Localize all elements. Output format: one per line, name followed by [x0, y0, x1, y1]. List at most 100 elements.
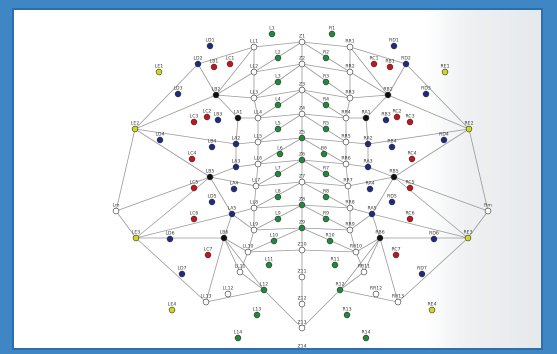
electrode-z3-label: Z3	[299, 82, 305, 88]
electrode-l12-dot	[260, 286, 268, 294]
electrode-z7-label: Z7	[299, 174, 305, 180]
connection-line	[215, 94, 255, 99]
electrode-l4-label: L4	[275, 97, 281, 103]
connection-line	[247, 249, 303, 253]
electrode-ra2-label: RA2	[363, 136, 372, 142]
electrode-rr5-dot	[342, 138, 350, 146]
electrode-lc3-label: LC3	[190, 114, 199, 120]
connection-line	[301, 181, 349, 187]
connection-line	[349, 94, 389, 99]
connection-lines	[115, 41, 489, 329]
electrode-r11-dot	[331, 261, 339, 269]
electrode-z11-dot	[298, 273, 306, 281]
connection-line	[115, 128, 136, 212]
electrode-nodes	[112, 30, 492, 342]
electrode-z4-dot	[298, 110, 306, 118]
connection-line	[301, 204, 351, 209]
electrode-l8-label: L8	[275, 189, 281, 195]
electrode-l12-label: L12	[260, 282, 268, 288]
electrode-ll12-dot	[224, 290, 232, 298]
electrode-rc7-dot	[392, 251, 400, 259]
electrode-l2-label: L2	[275, 50, 281, 56]
connection-line	[135, 213, 233, 239]
electrode-r1-dot	[328, 30, 336, 38]
electrode-rd7-label: RD7	[417, 266, 427, 272]
electrode-ll2-dot	[250, 68, 258, 76]
electrode-ll8-label: LL8	[250, 200, 258, 206]
electrode-ll4-label: LL4	[254, 110, 262, 116]
electrode-r12-label: R12	[335, 282, 344, 288]
connection-line	[345, 163, 349, 187]
electrode-r2-dot	[322, 54, 330, 62]
connection-line	[239, 251, 249, 273]
electrode-rb1-dot	[386, 63, 394, 71]
connection-line	[134, 128, 237, 145]
electrode-l2-dot	[274, 54, 282, 62]
electrode-z8-dot	[298, 201, 306, 209]
electrode-l10-dot	[270, 237, 278, 245]
electrode-rb6-label: RB6	[375, 230, 384, 236]
electrode-rr5-label: RR5	[341, 134, 350, 140]
connection-line	[253, 97, 259, 119]
connection-line	[253, 41, 303, 48]
electrode-re2-label: RE2	[464, 121, 473, 127]
electrode-z13-label: Z13	[298, 320, 307, 326]
connection-line	[467, 210, 489, 239]
electrode-rc7-label: RC7	[391, 247, 400, 253]
electrode-lc3-dot	[190, 118, 198, 126]
electrode-rr7-label: RR7	[343, 178, 352, 184]
electrode-la3-dot	[232, 163, 240, 171]
connection-line	[301, 249, 357, 253]
electrode-l5-dot	[274, 125, 282, 133]
electrode-rc2-label: RC2	[392, 109, 401, 115]
connection-line	[253, 63, 303, 73]
electrode-ld4-dot	[156, 136, 164, 144]
electrode-r6-dot	[320, 150, 328, 158]
electrode-rr8-dot	[346, 204, 354, 212]
electrode-rd7-dot	[418, 270, 426, 278]
electrode-ld4-label: LD4	[155, 132, 164, 138]
electrode-r9-dot	[322, 215, 330, 223]
electrode-rr3-label: RR3	[345, 90, 354, 96]
electrode-la4-dot	[230, 185, 238, 193]
electrode-ra1-label: RA1	[361, 110, 370, 116]
connection-line	[339, 237, 381, 291]
electrode-rr11-dot	[360, 268, 368, 276]
connection-line	[349, 207, 373, 215]
electrode-ll11-label: LL11	[235, 264, 246, 270]
electrode-rc1-label: RC1	[369, 56, 378, 62]
electrode-ra3-label: RA3	[363, 159, 372, 165]
connection-line	[134, 128, 211, 178]
electrode-r5-dot	[322, 125, 330, 133]
electrode-rr10-label: RR10	[350, 244, 362, 250]
electrode-z9-label: Z9	[299, 220, 305, 226]
connection-line	[257, 137, 303, 143]
electrode-re3-label: RE3	[463, 230, 472, 236]
electrode-z8-label: Z8	[299, 197, 305, 203]
connection-line	[253, 227, 303, 231]
electrode-rd6-dot	[430, 235, 438, 243]
connection-line	[468, 128, 489, 212]
electrode-lc7-label: LC7	[204, 247, 213, 253]
connection-line	[301, 89, 351, 99]
electrode-l3-dot	[274, 78, 282, 86]
electrode-ld6-label: LD6	[165, 231, 174, 237]
electrode-la1-label: LA1	[234, 110, 243, 116]
connection-line	[387, 63, 407, 96]
electrode-ll10-dot	[244, 248, 252, 256]
electrode-rc3-dot	[406, 118, 414, 126]
electrode-r9-label: R9	[323, 211, 329, 217]
connection-line	[365, 117, 369, 145]
connection-line	[235, 141, 259, 145]
connection-line	[255, 163, 259, 187]
electrode-r4-label: R4	[323, 97, 329, 103]
connection-line	[349, 213, 373, 231]
electrode-r7-label: R7	[323, 166, 329, 172]
electrode-rd5-label: RD5	[387, 194, 397, 200]
electrode-lm-label: Lm	[112, 203, 120, 209]
connection-line	[223, 237, 265, 291]
electrode-rd3-dot	[422, 90, 430, 98]
electrode-r6-label: R6	[321, 146, 327, 152]
electrode-l13-label: L13	[253, 307, 261, 313]
connection-line	[209, 176, 257, 187]
